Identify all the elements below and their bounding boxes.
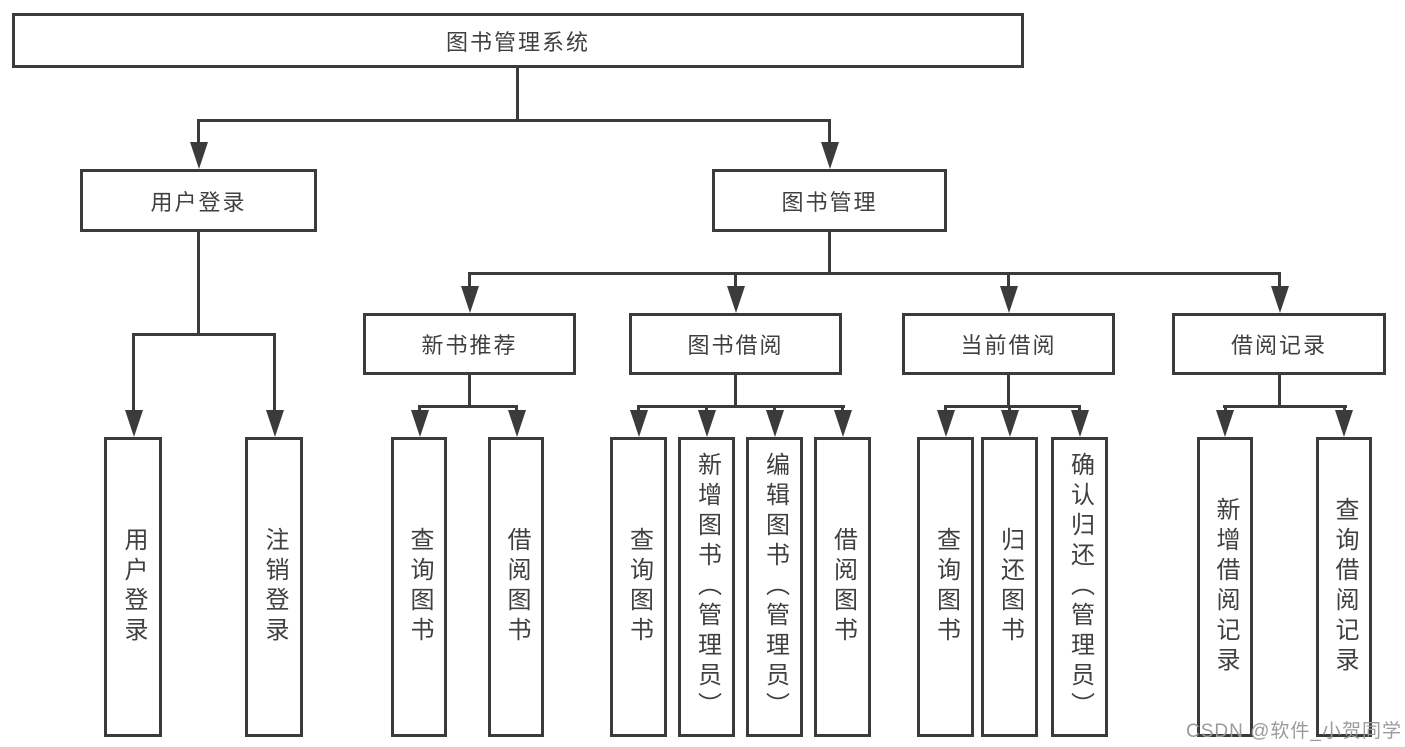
csdn-watermark: CSDN @软件_小贺同学 (1186, 721, 1402, 742)
leaf-add-borrow-record: 新增借阅记录 (1197, 437, 1253, 737)
connector-line (468, 272, 471, 290)
connector-line (1343, 405, 1346, 414)
connector-line (418, 405, 518, 408)
connector-line (637, 405, 845, 408)
leaf-query-borrow-record: 查询借阅记录 (1316, 437, 1372, 737)
connector-line (1224, 405, 1227, 414)
node-label: 图书管理系统 (445, 29, 590, 55)
arrow-down-icon (821, 142, 839, 169)
connector-line (944, 405, 1081, 408)
leaf-label: 新增借阅记录 (1212, 497, 1239, 677)
leaf-edit-books-admin: 编辑图书（管理员） (746, 437, 803, 737)
connector-line (705, 405, 708, 414)
leaf-label: 借阅图书 (829, 527, 857, 647)
connector-line (273, 333, 276, 413)
connector-line (1278, 272, 1281, 290)
connector-line (734, 272, 737, 290)
leaf-confirm-return-admin: 确认归还（管理员） (1051, 437, 1108, 737)
connector-line (773, 405, 776, 414)
leaf-label: 新增图书（管理员） (693, 452, 721, 722)
leaf-query-books-borrow: 查询图书 (610, 437, 667, 737)
leaf-add-books-admin: 新增图书（管理员） (678, 437, 735, 737)
arrow-down-icon (508, 410, 526, 437)
arrow-down-icon (411, 410, 429, 437)
arrow-down-icon (1001, 410, 1019, 437)
leaf-label: 归还图书 (996, 527, 1024, 647)
leaf-borrow-books: 借阅图书 (814, 437, 871, 737)
node-user-login: 用户登录 (80, 169, 317, 232)
arrow-down-icon (1335, 410, 1353, 437)
leaf-label: 查询图书 (406, 527, 433, 647)
connector-line (734, 375, 737, 408)
leaf-label: 用户登录 (120, 527, 147, 647)
node-label: 借阅记录 (1230, 333, 1327, 358)
connector-line (197, 119, 831, 122)
leaf-logout: 注销登录 (245, 437, 303, 737)
connector-line (197, 232, 200, 336)
leaf-return-books: 归还图书 (981, 437, 1038, 737)
connector-line (841, 405, 844, 414)
connector-line (515, 405, 518, 414)
arrow-down-icon (834, 410, 852, 437)
leaf-user-login: 用户登录 (104, 437, 162, 737)
connector-line (132, 333, 135, 413)
node-book-management: 图书管理 (712, 169, 947, 232)
leaf-query-books-recommend: 查询图书 (391, 437, 447, 737)
connector-line (828, 119, 831, 147)
connector-line (828, 232, 831, 275)
connector-line (1223, 405, 1347, 408)
node-label: 用户登录 (150, 189, 247, 215)
connector-line (1278, 375, 1281, 408)
leaf-query-books-current: 查询图书 (917, 437, 974, 737)
node-new-book-recommend: 新书推荐 (363, 313, 576, 375)
node-label: 当前借阅 (960, 333, 1057, 358)
connector-line (944, 405, 947, 414)
arrow-down-icon (727, 286, 745, 313)
arrow-down-icon (766, 410, 784, 437)
leaf-label: 确认归还（管理员） (1066, 452, 1094, 722)
node-borrow-records: 借阅记录 (1172, 313, 1386, 375)
node-book-borrow: 图书借阅 (629, 313, 842, 375)
node-label: 图书管理 (781, 189, 878, 215)
leaf-label: 查询借阅记录 (1331, 497, 1358, 677)
arrow-down-icon (698, 410, 716, 437)
arrow-down-icon (1216, 410, 1234, 437)
connector-line (132, 333, 276, 336)
connector-line (637, 405, 640, 414)
connector-line (418, 405, 421, 414)
connector-line (1007, 272, 1010, 290)
leaf-label: 借阅图书 (503, 527, 530, 647)
connector-line (1008, 405, 1011, 414)
arrow-down-icon (125, 410, 143, 437)
arrow-down-icon (266, 410, 284, 437)
leaf-borrow-books-recommend: 借阅图书 (488, 437, 544, 737)
arrow-down-icon (630, 410, 648, 437)
arrow-down-icon (937, 410, 955, 437)
connector-line (468, 272, 1281, 275)
arrow-down-icon (190, 142, 208, 169)
connector-line (1007, 375, 1010, 408)
arrow-down-icon (1071, 410, 1089, 437)
arrow-down-icon (1271, 286, 1289, 313)
node-label: 新书推荐 (421, 333, 518, 358)
node-current-borrow: 当前借阅 (902, 313, 1115, 375)
leaf-label: 查询图书 (932, 527, 960, 647)
node-library-system: 图书管理系统 (12, 13, 1024, 68)
connector-line (516, 68, 519, 122)
connector-line (1078, 405, 1081, 414)
connector-line (468, 375, 471, 408)
node-label: 图书借阅 (687, 333, 784, 358)
arrow-down-icon (461, 286, 479, 313)
leaf-label: 查询图书 (625, 527, 653, 647)
leaf-label: 编辑图书（管理员） (761, 452, 789, 722)
arrow-down-icon (1000, 286, 1018, 313)
connector-line (197, 119, 200, 147)
leaf-label: 注销登录 (261, 527, 288, 647)
